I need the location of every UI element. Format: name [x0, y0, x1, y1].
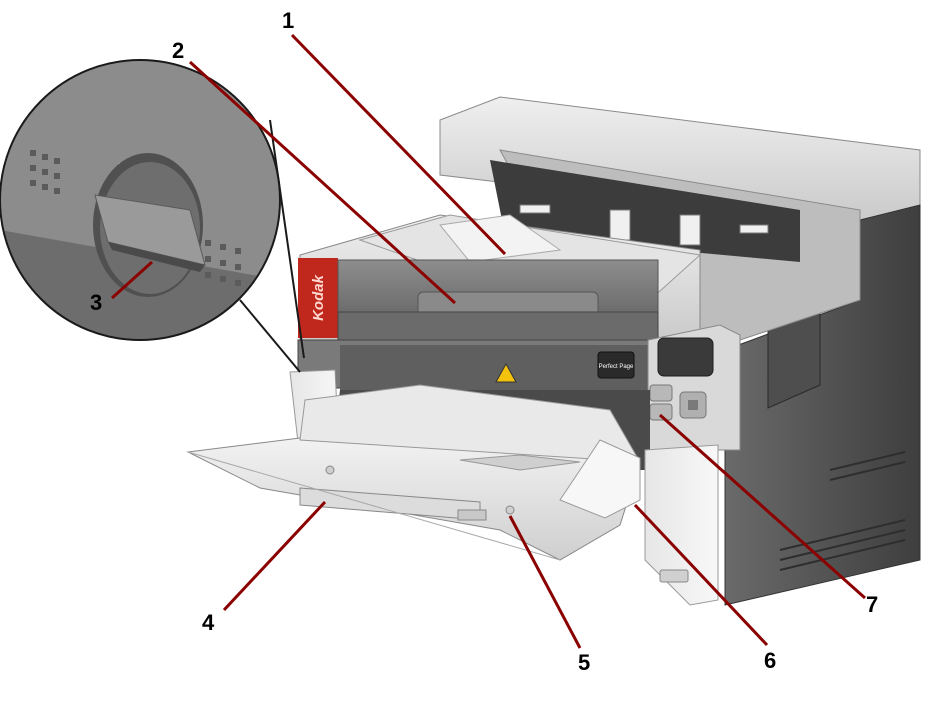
callout-6: 6	[764, 648, 777, 673]
lcd-display	[657, 337, 714, 377]
leader-lines	[110, 33, 866, 649]
callout-4: 4	[202, 610, 215, 635]
leader-line-2	[188, 60, 457, 305]
leader-line-1	[290, 33, 507, 256]
leader-line-5	[508, 515, 582, 649]
brand-logo: Kodak	[310, 274, 327, 321]
scroll-up-button[interactable]	[649, 384, 673, 402]
leader-line-7	[659, 413, 866, 600]
leader-line-6	[633, 503, 769, 647]
callout-3: 3	[90, 290, 103, 315]
callout-7: 7	[866, 592, 879, 617]
perfect-page-badge: Perfect Page	[599, 364, 634, 370]
callout-5: 5	[578, 650, 591, 675]
callout-1: 1	[282, 8, 295, 33]
callout-2: 2	[172, 38, 185, 63]
leader-line-3	[110, 260, 154, 300]
leader-line-4	[222, 500, 327, 612]
input-tray	[186, 384, 641, 561]
detail-zoom-circle: +	[0, 59, 305, 373]
